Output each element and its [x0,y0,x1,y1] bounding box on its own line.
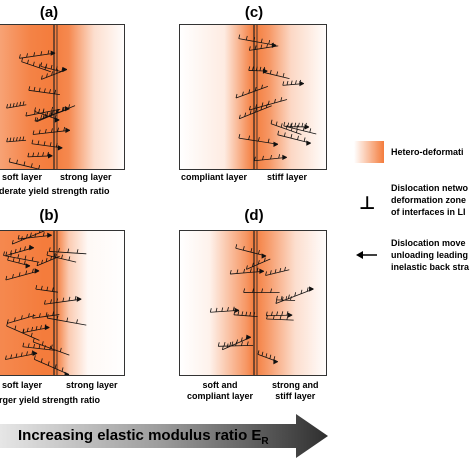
panel-a [0,24,125,170]
panel-label-b: (b) [39,207,59,224]
legend-network-line2: deformation zone [391,195,467,205]
panel-d [179,230,327,376]
legend-network-line1: Dislocation netwo [391,183,469,193]
left-arrow-icon [356,251,377,259]
panel-b [0,230,125,376]
panel-label-d: (d) [244,207,264,224]
increasing-modulus-arrow: Increasing elastic modulus ratio ER [0,412,330,462]
panel-b-drawing [0,231,124,375]
panel-label-a: (a) [39,4,59,21]
panel-d-drawing [180,231,326,375]
caption-a-bottom: derate yield strength ratio [0,186,110,196]
legend-hetero-swatch [354,141,384,163]
panel-label-c: (c) [244,4,264,21]
legend-hetero-label: Hetero-deformati [391,147,464,157]
legend-moves-line2: unloading leading [391,250,468,260]
caption-a-right: strong layer [60,172,112,182]
caption-d-right: strong and stiff layer [272,380,319,401]
caption-b-left: soft layer [2,380,43,390]
caption-c-left: compliant layer [181,172,248,182]
legend-network-line3: of interfaces in LI [391,207,466,217]
panel-c [179,24,327,170]
legend-moves-line3: inelastic back stra [391,262,470,272]
caption-b-right: strong layer [66,380,118,390]
panel-c-drawing [180,25,326,169]
dislocation-symbol-icon: ⊥ [359,193,376,213]
caption-b-bottom: rger yield strength ratio [0,395,101,405]
arrow-label: Increasing elastic modulus ratio ER [18,427,269,447]
caption-d-left: soft and compliant layer [187,380,254,401]
panel-a-drawing [0,25,124,169]
caption-c-right: stiff layer [267,172,308,182]
legend-moves-line1: Dislocation move [391,238,466,248]
caption-a-left: soft layer [2,172,43,182]
